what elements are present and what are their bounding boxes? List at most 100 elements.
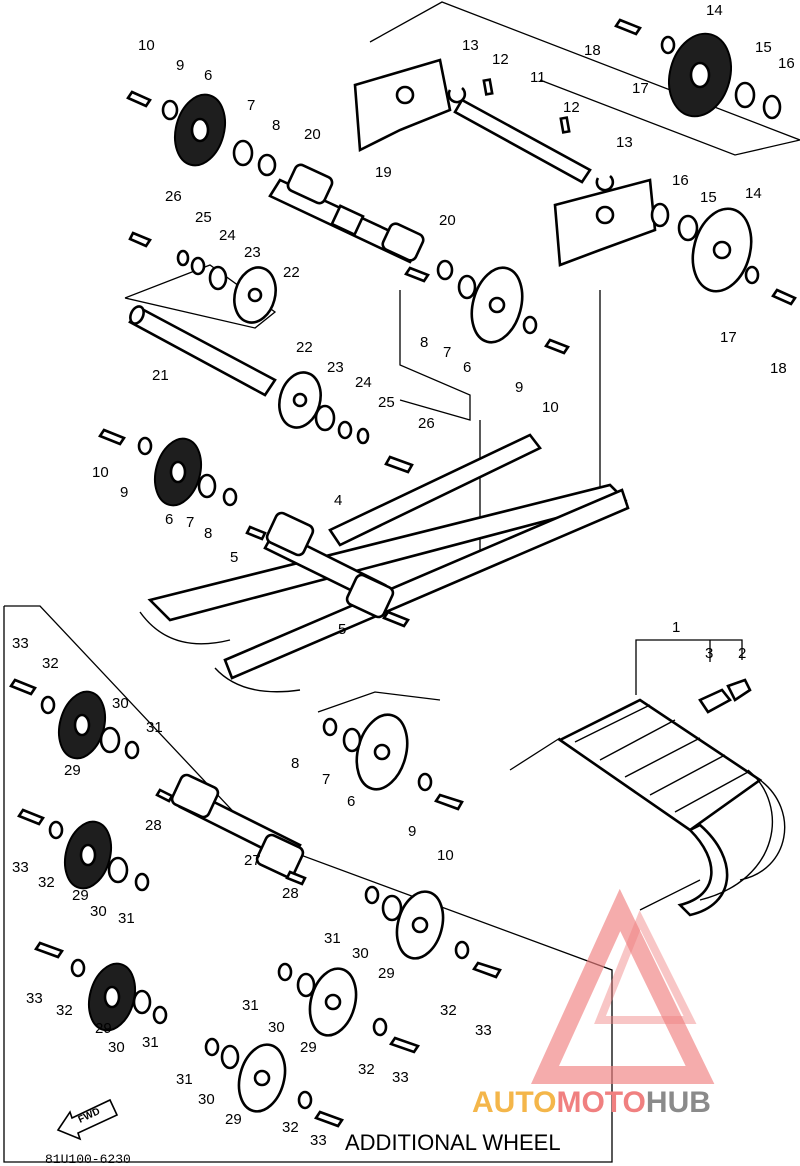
upper-right-frame: [369, 1, 800, 156]
callout-33d: 33: [26, 990, 43, 1007]
watermark-auto: AUTO: [472, 1086, 556, 1119]
wheel-6-mid: [470, 266, 524, 344]
callout-29d: 29: [95, 1020, 112, 1037]
callout-1: 1: [672, 619, 680, 636]
callout-25a: 25: [195, 209, 212, 226]
callout-32b: 32: [38, 874, 55, 891]
callout-8d: 8: [291, 755, 299, 772]
callout-33c: 33: [475, 1022, 492, 1039]
callout-3: 3: [705, 645, 713, 662]
automotohub-watermark: AUTOMOTOHUB: [472, 888, 715, 1119]
wheel-29-f: [237, 1043, 287, 1113]
callout-30b: 30: [90, 903, 107, 920]
fwd-arrow-icon: FWD: [56, 1098, 119, 1141]
additional-wheel-frame: [3, 605, 613, 1163]
callout-19: 19: [375, 164, 392, 181]
callout-4: 4: [334, 492, 342, 509]
callout-17a: 17: [632, 80, 649, 97]
callout-16a: 16: [778, 55, 795, 72]
wheel-29-e: [308, 967, 358, 1037]
wheel-22-top: [233, 266, 277, 324]
callout-11: 11: [530, 69, 546, 86]
callout-31d: 31: [142, 1034, 159, 1051]
callout-24a: 24: [219, 227, 236, 244]
part-callouts: 1 2 3 4 5 5 6 6 6 6 7 7 7 7 8 8 8 8 9 9 …: [12, 2, 795, 1149]
callout-8c: 8: [204, 525, 212, 542]
callout-29b: 29: [72, 887, 89, 904]
callout-32d: 32: [56, 1002, 73, 1019]
callout-31e: 31: [242, 997, 259, 1014]
upper-bracket-left: [353, 58, 452, 153]
callout-31f: 31: [176, 1071, 193, 1088]
callout-14a: 14: [706, 2, 723, 19]
slide-rails: [139, 433, 630, 693]
track-leader-line-2: [639, 879, 701, 911]
upper-bracket-right: [553, 178, 657, 267]
callout-30d: 30: [108, 1039, 125, 1056]
callout-18a: 18: [584, 42, 601, 59]
callout-5a: 5: [230, 549, 238, 566]
callout-30e: 30: [268, 1019, 285, 1036]
callout-6d: 6: [347, 793, 355, 810]
callout-12a: 12: [492, 51, 509, 68]
callout-15a: 15: [755, 39, 772, 56]
wheel-6-lower: [355, 713, 409, 791]
callout-15b: 15: [700, 189, 717, 206]
track-assembly: [557, 678, 786, 917]
callout-21: 21: [152, 367, 169, 384]
rail-group-frame: [399, 290, 471, 421]
wheel-29-b: [63, 820, 113, 890]
callout-32f: 32: [282, 1119, 299, 1136]
callout-10c: 10: [92, 464, 109, 481]
callout-7d: 7: [322, 771, 330, 788]
callout-9d: 9: [408, 823, 416, 840]
callout-26b: 26: [418, 415, 435, 432]
callout-33e: 33: [392, 1069, 409, 1086]
callout-6b: 6: [463, 359, 471, 376]
callout-27: 27: [244, 852, 261, 869]
callout-5b: 5: [338, 621, 346, 638]
callout-14b: 14: [745, 185, 762, 202]
callout-10a: 10: [138, 37, 155, 54]
lower-callout-frame: [317, 691, 441, 713]
callout-30f: 30: [198, 1091, 215, 1108]
svg-text:AUTOMOTOHUB: AUTOMOTOHUB: [472, 1086, 711, 1119]
callout-2: 2: [738, 645, 746, 662]
wheel-29-a: [57, 690, 107, 760]
upper-left-bracket-frame: [124, 264, 277, 329]
callout-29a: 29: [64, 762, 81, 779]
callout-7b: 7: [443, 344, 451, 361]
callout-26a: 26: [165, 188, 182, 205]
callout-31a: 31: [146, 719, 163, 736]
callout-20b: 20: [439, 212, 456, 229]
callout-28a: 28: [145, 817, 162, 834]
wheel-22-mid: [278, 371, 322, 429]
watermark-hub: HUB: [646, 1086, 711, 1119]
callout-24b: 24: [355, 374, 372, 391]
callout-29e: 29: [300, 1039, 317, 1056]
callout-32e: 32: [358, 1061, 375, 1078]
callout-33b: 33: [12, 859, 29, 876]
callout-31c: 31: [324, 930, 341, 947]
callout-7c: 7: [186, 514, 194, 531]
callout-9b: 9: [515, 379, 523, 396]
callout-22b: 22: [296, 339, 313, 356]
footer-code: 81U100-6230: [45, 1152, 131, 1166]
callout-13a: 13: [462, 37, 479, 54]
callout-28b: 28: [282, 885, 299, 902]
callout-8b: 8: [420, 334, 428, 351]
wheel-6-left: [153, 437, 203, 507]
callout-23a: 23: [244, 244, 261, 261]
callout-17b: 17: [720, 329, 737, 346]
callout-29f: 29: [225, 1111, 242, 1128]
callout-32c: 32: [440, 1002, 457, 1019]
callout-6a: 6: [204, 67, 212, 84]
wheel-14-top: [668, 32, 732, 118]
callout-9c: 9: [120, 484, 128, 501]
callout-20a: 20: [304, 126, 321, 143]
callout-13b: 13: [616, 134, 633, 151]
callout-23b: 23: [327, 359, 344, 376]
callout-30a: 30: [112, 695, 129, 712]
small-parts: [9, 18, 797, 1128]
